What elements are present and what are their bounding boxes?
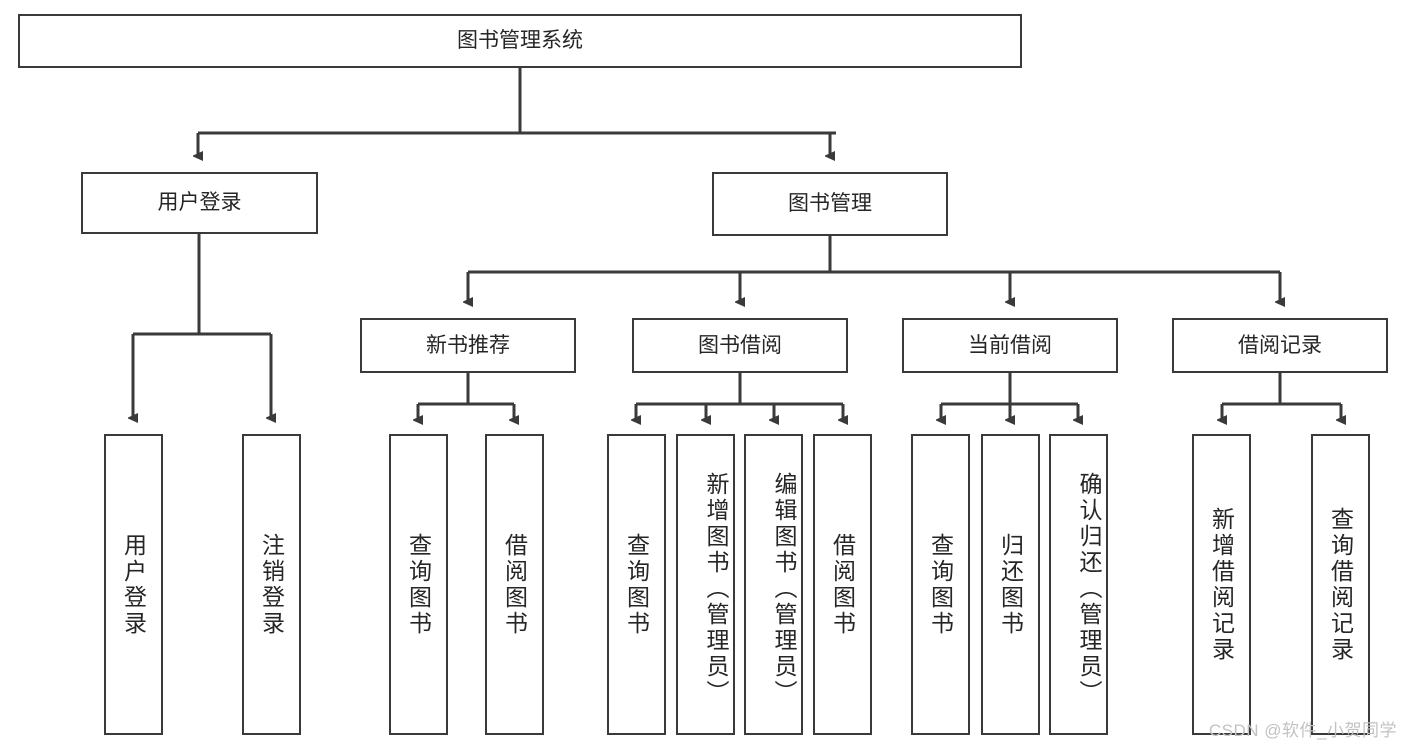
node-book-management-label: 图书管理 [788, 192, 872, 216]
node-leaf-borrow-book-1[interactable]: 借阅图书 [485, 434, 544, 735]
node-leaf-query-book-3-label: 查询图书 [927, 532, 954, 637]
node-leaf-logout-login[interactable]: 注销登录 [242, 434, 301, 735]
node-leaf-return-book[interactable]: 归还图书 [981, 434, 1040, 735]
node-leaf-return-book-label: 归还图书 [997, 532, 1024, 637]
node-user-login-label: 用户登录 [157, 191, 242, 215]
node-leaf-query-record-label: 查询借阅记录 [1327, 506, 1354, 663]
node-book-borrow-label: 图书借阅 [698, 333, 782, 357]
node-leaf-add-record-label: 新增借阅记录 [1208, 506, 1235, 663]
node-leaf-edit-book[interactable]: 编辑图书（管理员） [744, 434, 803, 735]
node-leaf-query-book-2-label: 查询图书 [623, 532, 650, 637]
node-leaf-query-book-2[interactable]: 查询图书 [607, 434, 666, 735]
node-leaf-borrow-book-2[interactable]: 借阅图书 [813, 434, 872, 735]
node-user-login[interactable]: 用户登录 [81, 172, 318, 234]
node-borrow-record-label: 借阅记录 [1238, 333, 1322, 357]
node-leaf-add-record[interactable]: 新增借阅记录 [1192, 434, 1251, 735]
node-leaf-query-book-3[interactable]: 查询图书 [911, 434, 970, 735]
node-leaf-user-login-label: 用户登录 [120, 532, 147, 637]
node-borrow-record[interactable]: 借阅记录 [1172, 318, 1388, 373]
node-new-book-recommend[interactable]: 新书推荐 [360, 318, 576, 373]
node-leaf-query-book-1-label: 查询图书 [405, 532, 432, 637]
watermark: CSDN @软件_小贺同学 [1208, 721, 1397, 740]
node-root[interactable]: 图书管理系统 [18, 14, 1022, 68]
node-leaf-query-record[interactable]: 查询借阅记录 [1311, 434, 1370, 735]
node-leaf-add-book[interactable]: 新增图书（管理员） [676, 434, 735, 735]
node-book-management[interactable]: 图书管理 [712, 172, 948, 236]
node-leaf-add-book-label: 新增图书（管理员） [703, 471, 729, 706]
node-leaf-edit-book-label: 编辑图书（管理员） [771, 471, 797, 706]
node-leaf-logout-login-label: 注销登录 [258, 532, 285, 637]
node-current-borrow[interactable]: 当前借阅 [902, 318, 1118, 373]
node-leaf-query-book-1[interactable]: 查询图书 [389, 434, 448, 735]
node-new-book-recommend-label: 新书推荐 [426, 333, 510, 357]
node-root-label: 图书管理系统 [457, 29, 583, 53]
node-leaf-confirm-return-label: 确认归还（管理员） [1076, 471, 1102, 706]
node-leaf-borrow-book-1-label: 借阅图书 [501, 532, 528, 637]
node-current-borrow-label: 当前借阅 [968, 333, 1052, 357]
node-book-borrow[interactable]: 图书借阅 [632, 318, 848, 373]
node-leaf-borrow-book-2-label: 借阅图书 [829, 532, 856, 637]
node-leaf-confirm-return[interactable]: 确认归还（管理员） [1049, 434, 1108, 735]
node-leaf-user-login[interactable]: 用户登录 [104, 434, 163, 735]
